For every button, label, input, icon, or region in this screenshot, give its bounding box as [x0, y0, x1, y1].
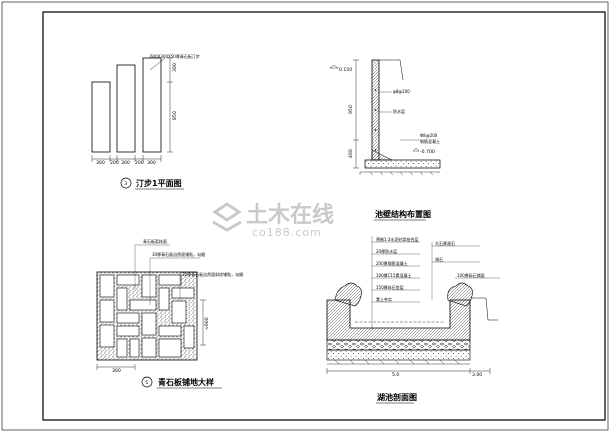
dim-bottom-3: 300: [121, 160, 130, 166]
wall-dim-height: 950: [348, 105, 354, 114]
paving-index: 5: [145, 380, 148, 386]
pond-note-1: 大石景观石: [435, 240, 455, 246]
paving-callout-2: 30厚青石板自然面铺贴，勾缝: [152, 251, 205, 257]
bluestone-paving-detail: 青石板荔枝面 30厚青石板自然面铺贴，勾缝 30厚青石板自然面斜纹铺贴，勾缝 ≈…: [96, 238, 243, 389]
wall-note-2: 防水层: [393, 108, 405, 114]
pond-note-2: 湖石: [435, 256, 443, 262]
paving-dim-right: ≈600: [204, 317, 210, 330]
pond-layer-3: 200厚钢筋混凝土: [376, 260, 408, 266]
pond-layer-2: 20厚防水层: [376, 248, 397, 254]
pool-wall-section: 0.150 950 400 φ8@200 防水层 Φ8@200 钢筋混凝土 -0…: [329, 59, 441, 221]
dim-bottom-5: 300: [147, 160, 156, 166]
wall-note-3: Φ8@200: [420, 133, 438, 138]
stepping-stone-plan: 600X300X50厚青石板汀步 300 200 300 200 300 300…: [91, 53, 200, 190]
pond-title: 湖池剖面图: [377, 392, 417, 402]
wall-note-4: 钢筋混凝土: [420, 138, 440, 144]
dim-right-1: 300: [172, 63, 178, 72]
pond-note-3: 100厚砾石铺面: [457, 272, 485, 278]
watermark-text: 土木在线: [246, 202, 334, 228]
sheet-border: [42, 11, 606, 421]
pond-dim-1: 5.0: [392, 372, 399, 378]
plan-index: 3: [124, 181, 127, 187]
watermark: 土木在线 co188.com: [212, 202, 334, 239]
paving-callout-1: 青石板荔枝面: [143, 238, 167, 244]
wall-note-1: φ8@200: [393, 89, 410, 94]
stepping-stone-note: 600X300X50厚青石板汀步: [150, 53, 200, 59]
paving-callout-3: 30厚青石板自然面斜纹铺贴，勾缝: [182, 271, 243, 277]
paving-title: 青石板铺地大样: [158, 377, 214, 387]
pond-section: 预制1:3水泥砂浆结合层 20厚防水层 200厚钢筋混凝土 100厚C15素混凝…: [326, 236, 500, 404]
paving-dim-bottom: 300: [112, 368, 121, 374]
dim-bottom-2: 200: [110, 160, 119, 166]
pond-dim-2: 3.00: [472, 372, 482, 378]
dim-bottom-1: 300: [96, 160, 105, 166]
dim-right-2: 850: [172, 111, 178, 120]
pond-layer-1: 预制1:3水泥砂浆结合层: [376, 236, 418, 242]
plan-title: 汀步1平面图: [136, 178, 182, 188]
dim-bottom-4: 200: [135, 160, 144, 166]
wall-level-bottom: -0.700: [420, 149, 435, 155]
pond-layer-4: 100厚C15素混凝土: [376, 272, 412, 278]
pond-layer-5: 150厚碎石垫层: [376, 284, 404, 290]
pond-layer-6: 素土夯实: [376, 296, 392, 302]
wall-dim-base: 400: [348, 149, 354, 158]
wall-level-top: 0.150: [339, 67, 352, 73]
watermark-subtext: co188.com: [252, 226, 322, 239]
wall-title: 池壁结构布置图: [375, 209, 431, 219]
